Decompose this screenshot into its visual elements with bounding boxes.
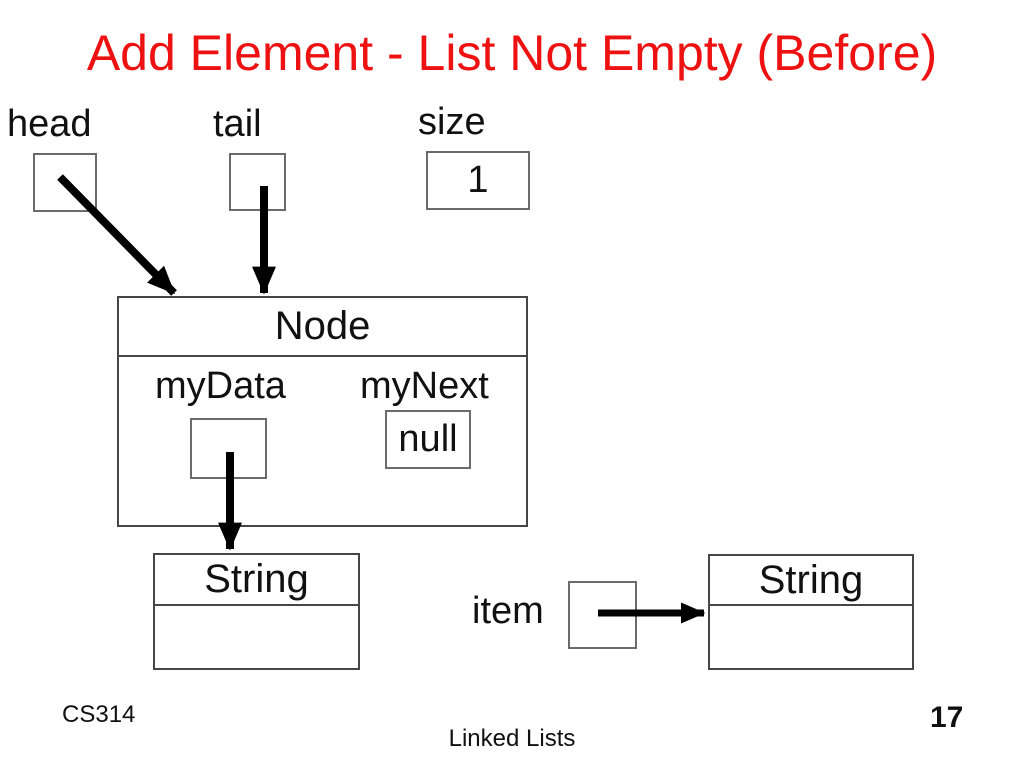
mydata-box: [190, 418, 267, 479]
item-label: item: [472, 590, 544, 632]
tail-box: [229, 153, 286, 211]
footer-topic: Linked Lists: [448, 725, 576, 752]
string-left-box: String: [153, 553, 360, 670]
slide-title: Add Element - List Not Empty (Before): [86, 25, 938, 81]
size-box: 1: [426, 151, 530, 210]
size-label: size: [418, 101, 486, 143]
node-title: Node: [119, 298, 526, 357]
string-right-title: String: [710, 556, 912, 606]
mynext-null-value: null: [398, 418, 458, 460]
item-box: [568, 581, 637, 649]
page-number: 17: [930, 701, 964, 734]
node-box: Node myData myNext null: [117, 296, 528, 527]
mynext-box: null: [385, 410, 471, 469]
head-label: head: [7, 103, 92, 145]
footer-course: CS314: [62, 701, 136, 728]
mynext-label: myNext: [360, 365, 489, 407]
head-box: [33, 153, 97, 212]
tail-label: tail: [213, 103, 262, 145]
size-value: 1: [467, 159, 489, 201]
string-left-title: String: [155, 555, 358, 606]
string-right-box: String: [708, 554, 914, 670]
mydata-label: myData: [155, 365, 286, 407]
